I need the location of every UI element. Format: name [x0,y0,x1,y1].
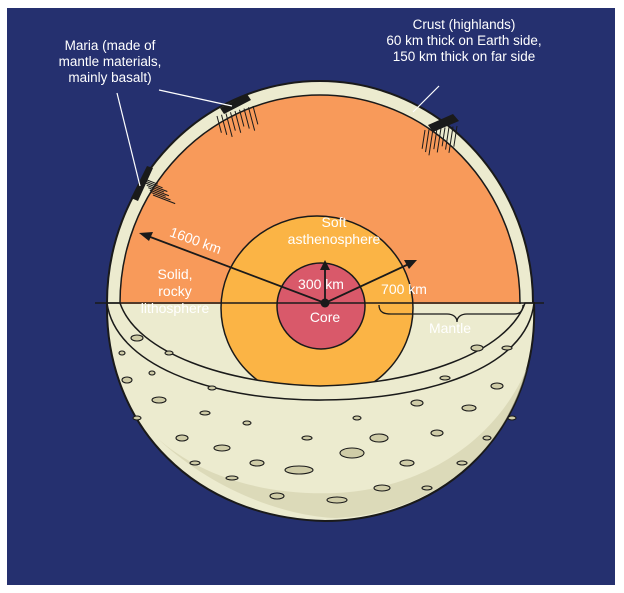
asthenosphere-label-line-2: asthenosphere [288,231,381,247]
crater [502,346,512,350]
maria-label: Maria (made of mantle materials, mainly … [59,38,162,85]
crater [149,371,155,375]
crater [491,383,503,389]
mantle-label: Mantle [429,320,471,336]
crater [483,436,491,440]
center-point [321,299,330,308]
crater [243,421,251,425]
crust-label-line-3: 150 km thick on far side [393,49,536,64]
crater [374,485,390,491]
crater [214,445,230,451]
crater [133,416,141,420]
crater [122,377,132,383]
crater [270,493,284,499]
crust-label-line-2: 60 km thick on Earth side, [386,33,541,48]
lithosphere-label-line-3: lithosphere [141,300,210,316]
crater [457,461,467,465]
maria-label-line-1: Maria (made of [65,38,156,53]
lithosphere-label-line-1: Solid, [157,266,192,282]
maria-label-line-2: mantle materials, [59,54,162,69]
crater [190,461,200,465]
crater [471,345,483,351]
radius-700-label: 700 km [381,281,427,297]
maria-label-line-3: mainly basalt) [68,70,151,85]
diagram-canvas: Maria (made of mantle materials, mainly … [7,8,615,585]
crater [152,397,166,403]
crater [353,416,361,420]
radius-300-label: 300 km [298,276,344,292]
crater [226,476,238,480]
crater [440,376,450,380]
crater [508,416,516,420]
crater [176,435,188,441]
crater [208,386,216,390]
crater [431,430,443,436]
crater [462,405,476,411]
crust-label-line-1: Crust (highlands) [413,17,516,32]
lithosphere-label-line-2: rocky [158,283,191,299]
crater [411,400,423,406]
crater [119,351,125,355]
crater [327,497,347,503]
crater [340,448,364,458]
core-label: Core [310,309,341,325]
crater [302,436,312,440]
crater [250,460,264,466]
asthenosphere-label-line-1: Soft [322,214,347,230]
crater [165,351,173,355]
crater [422,486,432,490]
crater [200,411,210,415]
crater [285,466,313,474]
crater [370,434,388,442]
crater [400,460,414,466]
crater [131,335,143,341]
